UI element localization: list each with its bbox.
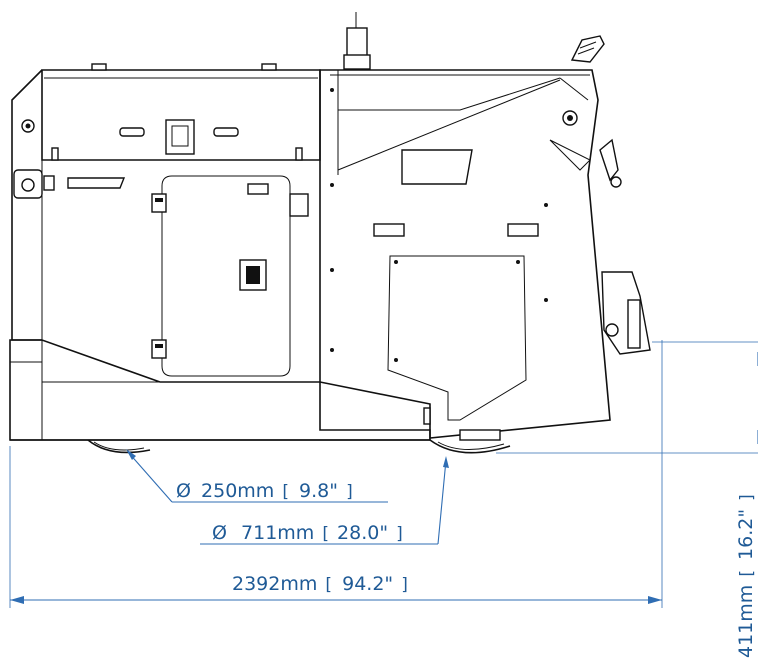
- overall-length-imperial: 94.2": [342, 573, 393, 595]
- overall-length-label: 2392mm [ 94.2" ]: [232, 573, 408, 595]
- height-imperial: 16.2": [735, 509, 757, 560]
- small-wheel-metric: 250mm: [201, 480, 274, 502]
- large-wheel-bracket-open: [: [322, 524, 329, 544]
- machine-body: [9, 12, 651, 454]
- large-wheel: [429, 429, 511, 454]
- small-wheel-bracket-open: [: [282, 482, 289, 502]
- height-bracket-open: [: [737, 570, 757, 577]
- small-wheel-bracket-close: ]: [346, 482, 353, 502]
- height-metric: 411mm: [735, 585, 757, 658]
- front-access-panel: [387, 255, 527, 421]
- top-handle: [570, 35, 605, 63]
- large-wheel-bracket-close: ]: [396, 524, 403, 544]
- rear-door: [161, 175, 291, 377]
- rear-panel: [41, 159, 321, 383]
- large-wheel-label: Ø 711mm [ 28.0" ]: [212, 522, 403, 544]
- small-wheel-label: Ø 250mm [ 9.8" ]: [176, 480, 353, 502]
- front-upper-housing: [319, 69, 611, 439]
- overall-length-bracket-close: ]: [401, 575, 408, 595]
- large-wheel-prefix: Ø: [212, 522, 227, 544]
- overall-length-metric: 2392mm: [232, 573, 317, 595]
- small-wheel: [87, 439, 151, 454]
- height-bracket-close: ]: [737, 494, 757, 501]
- small-wheel-prefix: Ø: [176, 480, 191, 502]
- lower-chassis: [9, 339, 431, 441]
- small-wheel-imperial: 9.8": [299, 480, 338, 502]
- large-wheel-metric: 711mm: [241, 522, 314, 544]
- dimensions: Ø 250mm [ 9.8" ] Ø 711mm [ 28.0" ] 2392m…: [9, 340, 758, 658]
- top-mast: [343, 12, 371, 70]
- overall-length-dimension: [10, 596, 662, 604]
- front-bumper: [599, 138, 651, 355]
- large-wheel-leader: [200, 456, 449, 545]
- small-wheel-leader: [126, 449, 388, 503]
- height-label: 411mm [ 16.2" ]: [735, 494, 757, 658]
- overall-length-bracket-open: [: [325, 575, 332, 595]
- large-wheel-imperial: 28.0": [337, 522, 388, 544]
